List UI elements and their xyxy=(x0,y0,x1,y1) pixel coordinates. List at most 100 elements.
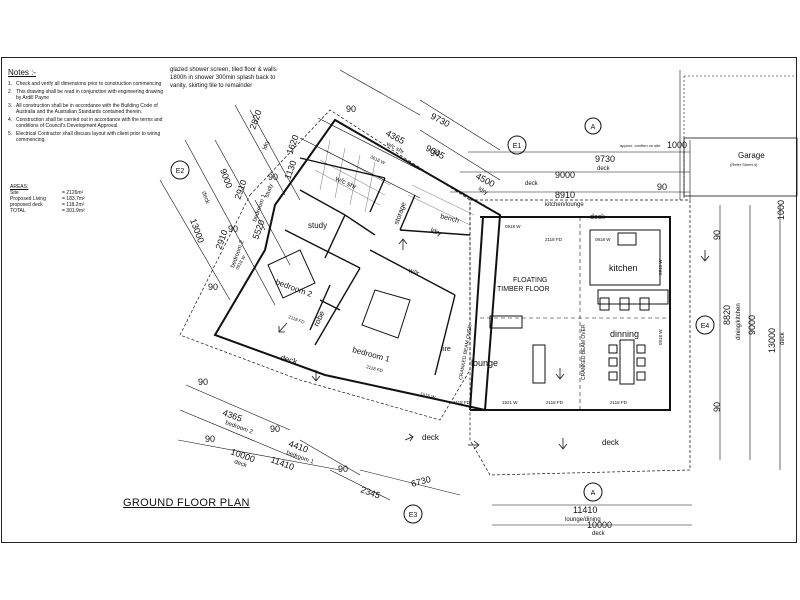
note-item: 4.Construction shall be carried out in a… xyxy=(8,117,168,129)
note-number: 2. xyxy=(8,89,13,95)
dim-text: 9730 xyxy=(595,154,615,164)
dim-text: 2345 xyxy=(359,484,381,500)
deck-label-bottom: deck xyxy=(602,438,620,447)
area-value: = 2126m² xyxy=(62,190,84,196)
dim-text: deck xyxy=(592,531,606,537)
room-label-robe: robe xyxy=(312,309,327,328)
deck-label-right-top: deck xyxy=(590,214,605,221)
area-label: Site xyxy=(10,190,19,196)
areas-title: AREAS: xyxy=(10,184,29,190)
room-label-floating: FLOATING xyxy=(513,277,547,284)
dim-text: deck xyxy=(525,181,539,187)
area-value: = 183.7m² xyxy=(62,196,85,202)
note-item: 2.This drawing shall be read in conjunct… xyxy=(8,89,168,101)
dim-text: 2910 xyxy=(232,178,248,200)
note-text: Electrical Contractor shall discuss layo… xyxy=(16,131,161,143)
marker-label: E3 xyxy=(409,512,418,519)
opening-label: 1521 W xyxy=(502,400,518,405)
note-text: This drawing shall be read in conjunctio… xyxy=(16,89,164,101)
area-value: = 301.9m² xyxy=(62,208,85,214)
room-label-ldry: ldry xyxy=(429,227,442,238)
opening-label: 1515 W xyxy=(420,391,437,400)
dim-text: 90 xyxy=(712,230,722,240)
dim-text: 90 xyxy=(228,224,238,234)
room-label-kitchen: kitchen xyxy=(609,263,638,273)
note-item: 5.Electrical Contractor shall discuss la… xyxy=(8,131,168,143)
dim-text: 2820 xyxy=(247,108,263,130)
opening-label: 2118 FD xyxy=(288,314,306,325)
dim-text: 6730 xyxy=(410,474,432,489)
dim-text: 13000 xyxy=(767,328,777,353)
note-number: 5. xyxy=(8,131,13,137)
dim-text: 90 xyxy=(430,148,440,158)
notes-title: Notes :- xyxy=(8,68,37,77)
lounge-furniture xyxy=(489,315,546,384)
dim-text: 1620 xyxy=(284,133,300,155)
opening-label: 0918 W xyxy=(658,329,663,345)
opening-label: 0918 W xyxy=(595,237,611,242)
room-label-bench: bench xyxy=(439,213,459,225)
areas-row: Proposed Living = 183.7m² xyxy=(10,196,110,202)
note-number: 1. xyxy=(8,81,13,87)
dim-text: kitchen/lounge xyxy=(545,202,584,208)
area-label: TOTAL xyxy=(10,208,26,214)
room-label-wir: w/ir xyxy=(406,267,420,278)
dim-text: 9000 xyxy=(747,315,757,335)
room-label-timber-floor: TIMBER FLOOR xyxy=(497,286,550,293)
room-label-study: study xyxy=(308,221,327,230)
dim-text: dining/kitchen xyxy=(736,303,742,340)
dim-text: 90 xyxy=(268,172,278,182)
dining-table xyxy=(608,339,646,385)
room-label-storage: storage xyxy=(393,201,408,225)
dim-text: approx. confirm on site xyxy=(620,143,661,148)
garage-reference: (Refer Sheet 4) xyxy=(730,162,758,167)
opening-label: 0918 W xyxy=(505,224,521,229)
dim-text: 90 xyxy=(338,464,348,474)
dim-text: deck xyxy=(597,166,611,172)
dim-text: 90 xyxy=(270,424,280,434)
dim-text: deck xyxy=(200,191,210,206)
beds xyxy=(267,249,411,339)
garage-outline xyxy=(683,137,798,197)
dim-text: 8910 xyxy=(555,190,575,200)
marker-label: A xyxy=(591,124,596,131)
area-label: Proposed Living xyxy=(10,196,46,202)
marker-label: A xyxy=(591,490,596,497)
deck-outline xyxy=(179,109,691,476)
dim-text: 13000 xyxy=(188,217,206,244)
note-number: 4. xyxy=(8,117,13,123)
drawing-frame xyxy=(1,57,797,543)
opening-label: 0918 W xyxy=(658,259,663,275)
dim-text: 90 xyxy=(208,282,218,292)
interior-walls xyxy=(284,157,471,376)
area-label: proposed deck xyxy=(10,202,43,208)
note-text: Construction shall be carried out in acc… xyxy=(16,117,163,129)
tile-grid xyxy=(314,139,475,226)
room-label-bedroom-2: bedroom 2 xyxy=(274,277,314,299)
dim-text: 90 xyxy=(712,402,722,412)
room-label-lounge: lounge xyxy=(471,358,498,368)
dim-text: 11410 xyxy=(573,505,597,515)
room-label-bedroom-1: bedroom 1 xyxy=(351,345,391,364)
dim-text: 90 xyxy=(205,434,215,444)
dim-text: 10000 xyxy=(587,520,612,530)
dim-text: 90 xyxy=(657,182,667,192)
beam-label-2: CRANKED BEAM OVER xyxy=(581,324,587,380)
walls xyxy=(213,118,671,412)
dim-text: 90 xyxy=(346,104,356,114)
opening-label: 2118 FD xyxy=(545,237,563,242)
marker-label: E1 xyxy=(513,143,522,150)
beam-label-1: CRANKED BEAM OVER xyxy=(458,324,474,380)
flow-arrows xyxy=(278,238,710,450)
note-text: Check and verify all dimensions prior to… xyxy=(16,81,162,87)
dim-text: study xyxy=(264,183,275,199)
dim-text: ldry xyxy=(477,186,488,196)
areas-row: proposed deck= 118.2m² xyxy=(10,202,110,208)
dim-text: ldry xyxy=(262,140,271,151)
note-item: 1.Check and verify all dimensions prior … xyxy=(8,81,168,87)
note-item: 3.All construction shall be in accordanc… xyxy=(8,103,168,115)
opening-label: 2118 FD xyxy=(610,400,628,405)
dim-text: 1130 xyxy=(282,159,298,181)
dim-text: 9000 xyxy=(555,170,575,180)
